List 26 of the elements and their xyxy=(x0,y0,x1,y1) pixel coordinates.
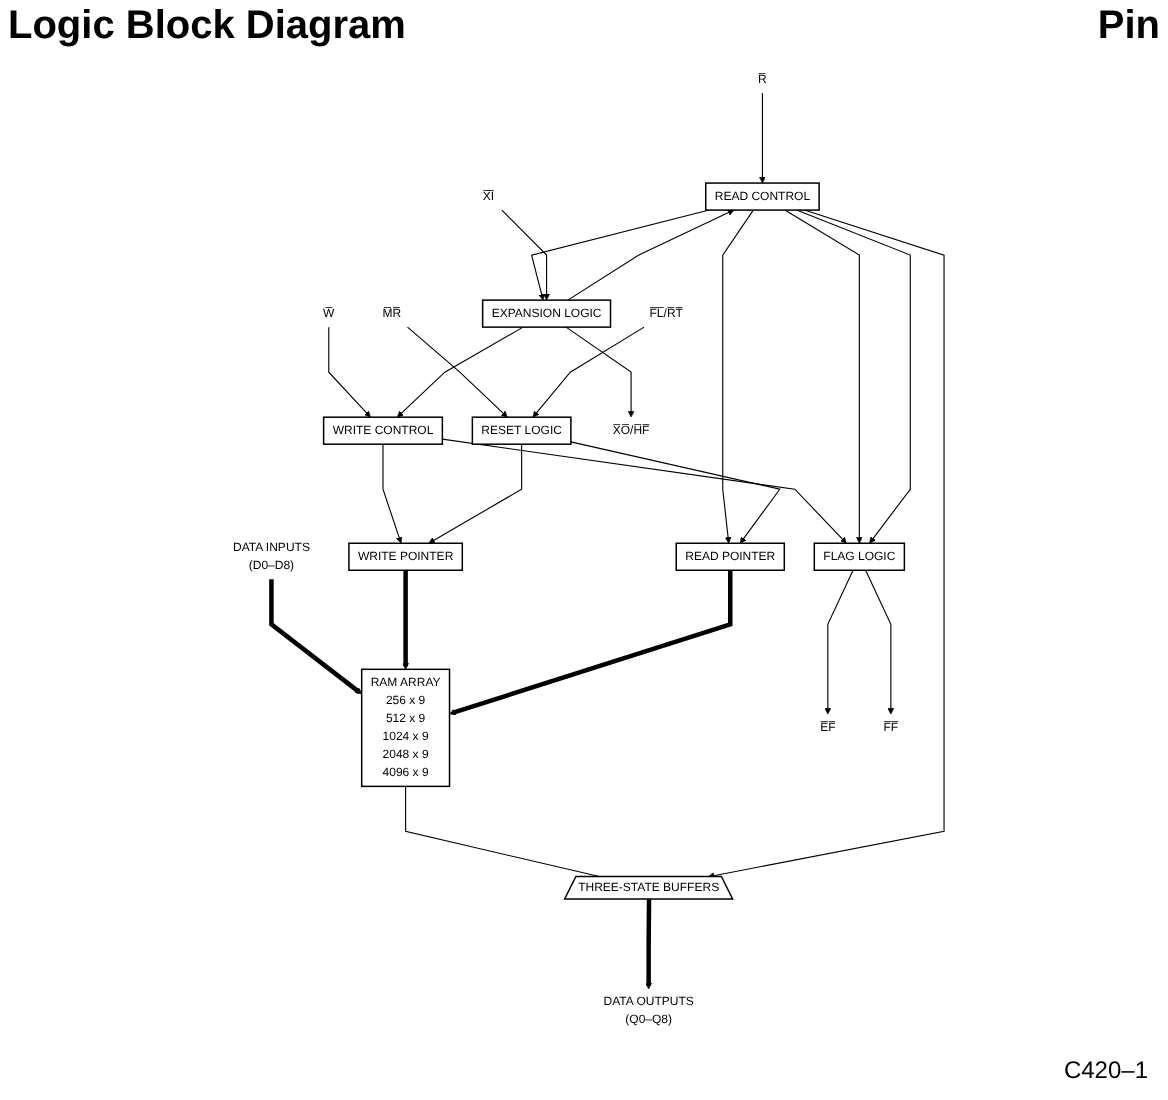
diagram-title: Logic Block Diagram xyxy=(8,4,406,50)
arrow xyxy=(645,899,652,990)
arrow xyxy=(396,326,524,418)
arrow xyxy=(441,438,847,544)
arrow xyxy=(865,569,895,715)
arrow xyxy=(824,569,854,715)
arrow xyxy=(402,570,409,670)
arrow xyxy=(428,443,523,544)
arrow xyxy=(269,579,362,695)
arrow xyxy=(567,209,735,301)
arrow xyxy=(449,570,733,716)
arrow xyxy=(382,443,403,544)
arrow xyxy=(530,209,710,301)
arrow xyxy=(565,326,635,418)
arrow xyxy=(707,209,945,879)
arrow xyxy=(532,326,645,418)
heading-text: Pin xyxy=(1097,4,1160,50)
arrow xyxy=(406,326,508,418)
arrow xyxy=(796,209,911,544)
arrow xyxy=(501,209,550,301)
arrow xyxy=(784,209,863,544)
arrow xyxy=(328,326,371,418)
arrow xyxy=(722,209,754,544)
figure-code: C420–1 xyxy=(1063,1056,1148,1084)
arrow xyxy=(759,92,766,184)
arrow xyxy=(570,441,781,544)
